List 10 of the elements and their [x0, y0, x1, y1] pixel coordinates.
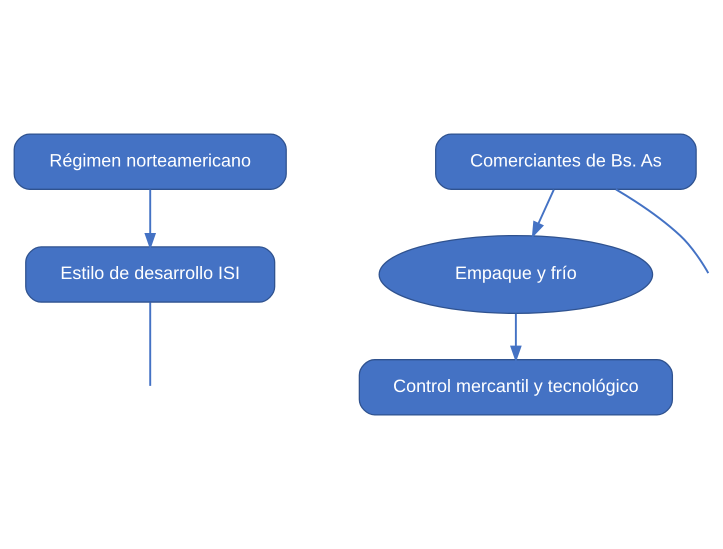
connector: [615, 188, 710, 274]
node-ellipse: Empaque y frío: [378, 234, 654, 314]
node-box: Estilo de desarrollo ISI: [25, 246, 276, 303]
arrow: [510, 314, 522, 362]
connector: [149, 302, 152, 386]
node-box: Control mercantil y tecnológico: [358, 359, 674, 416]
arrow: [532, 189, 555, 238]
arrow: [144, 190, 156, 250]
node-box: Régimen norteamericano: [14, 133, 287, 190]
node-box: Comerciantes de Bs. As: [435, 133, 697, 190]
